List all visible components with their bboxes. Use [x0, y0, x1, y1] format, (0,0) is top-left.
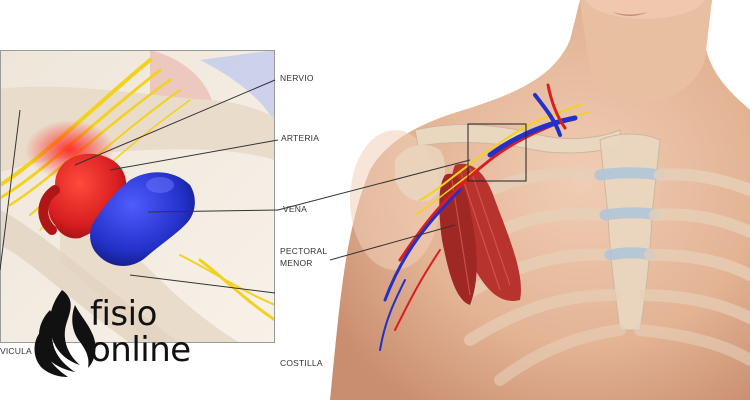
label-costilla: COSTILLA — [280, 358, 323, 369]
label-nervio: NERVIO — [280, 73, 314, 84]
label-vena: VENA — [283, 204, 307, 215]
logo-word-fisio: fisio — [90, 297, 157, 331]
label-arteria: ARTERIA — [281, 133, 319, 144]
logo-word-online: online — [90, 333, 191, 367]
label-menor: MENOR — [280, 258, 313, 269]
body-figure — [330, 0, 750, 400]
label-pectoral: PECTORAL — [280, 246, 327, 257]
label-clavicula: VICULA — [0, 346, 32, 357]
